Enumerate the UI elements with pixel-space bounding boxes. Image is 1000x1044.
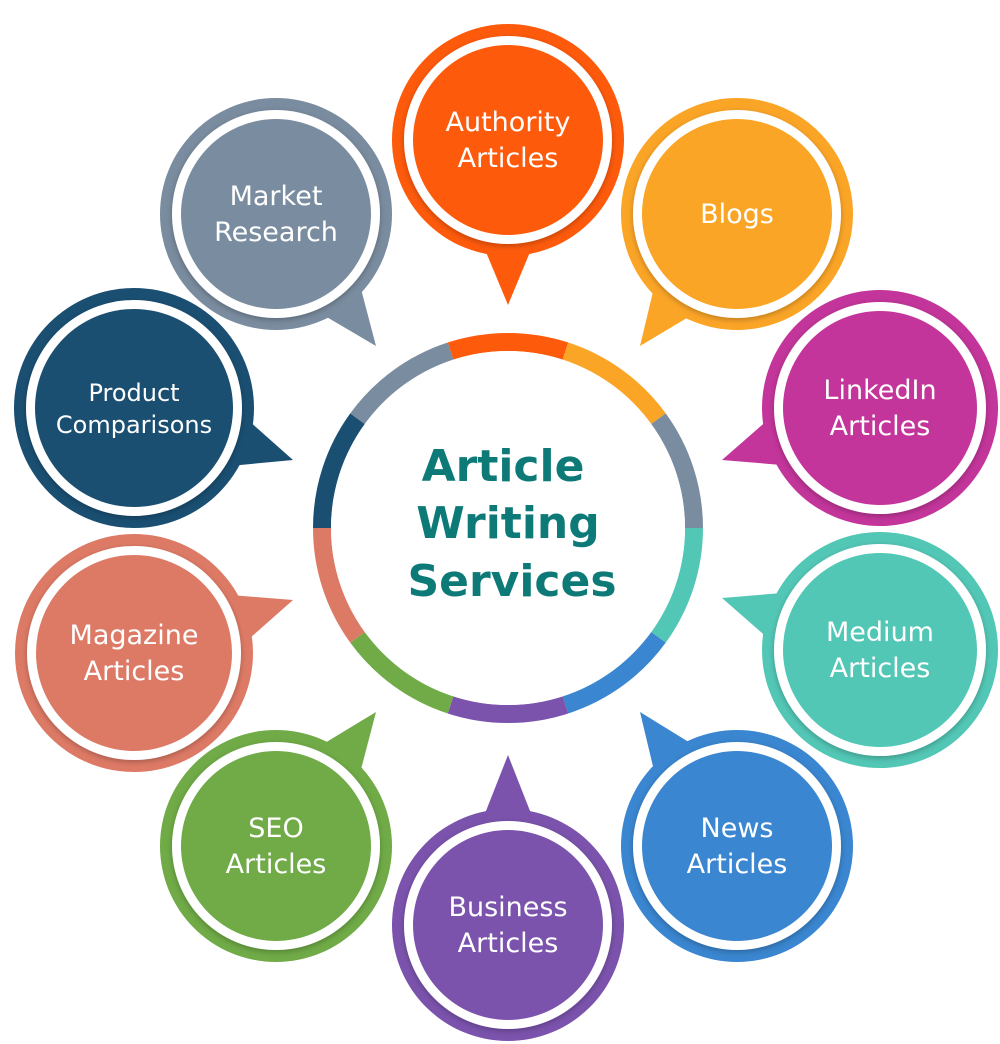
ring-segment — [651, 527, 703, 643]
node-seo: SEO Articles — [160, 712, 392, 962]
node-label-line: Product — [88, 379, 179, 407]
node-label-line: Articles — [830, 653, 931, 684]
node-label-line: Research — [214, 217, 338, 248]
center-hub: Article Writing Services — [331, 351, 685, 705]
node-label-line: Business — [448, 892, 567, 923]
node-disc — [783, 311, 977, 505]
node-disc — [413, 45, 603, 235]
ring-segment — [447, 333, 569, 360]
node-label-line: SEO — [248, 813, 303, 844]
center-circle — [331, 351, 685, 705]
ring-segment — [313, 527, 365, 643]
node-blogs: Blogs — [621, 98, 853, 346]
node-label-line: Articles — [830, 411, 931, 442]
ring-segment — [313, 413, 365, 529]
service-nodes: AuthorityArticlesBlogsLinkedInArticlesMe… — [14, 24, 998, 1041]
node-label-line: Articles — [458, 928, 559, 959]
node-label-line: Articles — [687, 849, 788, 880]
node-label-line: Authority — [446, 107, 571, 138]
node-label-line: Comparisons — [56, 411, 212, 439]
ring-segment — [350, 631, 454, 714]
ring-segment — [651, 413, 703, 529]
node-disc — [642, 751, 832, 941]
ring-segment — [562, 342, 666, 425]
node-label-line: Articles — [226, 849, 327, 880]
node-disc — [783, 553, 977, 747]
center-title-line-2: Writing — [416, 498, 599, 549]
node-disc — [413, 830, 603, 1020]
node-label-line: Articles — [84, 656, 185, 687]
node-label-line: Medium — [826, 617, 934, 648]
node-disc — [181, 751, 371, 941]
node-label-line: Magazine — [70, 620, 199, 651]
node-label-line: LinkedIn — [823, 375, 936, 406]
center-title-line-1: Article — [422, 441, 585, 492]
node-disc — [181, 119, 371, 309]
node-disc — [35, 309, 233, 507]
node-label-line: Blogs — [700, 199, 774, 230]
ring-segment — [350, 342, 454, 425]
node-label-line: Market — [230, 181, 323, 212]
center-title-line-3: Services — [407, 556, 616, 607]
node-label-line: Articles — [458, 143, 559, 174]
ring-segment — [447, 696, 569, 723]
center-ring — [313, 333, 703, 723]
node-disc — [36, 555, 232, 751]
node-disc — [642, 119, 832, 309]
node-label-line: News — [701, 813, 774, 844]
ring-segment — [562, 631, 666, 714]
